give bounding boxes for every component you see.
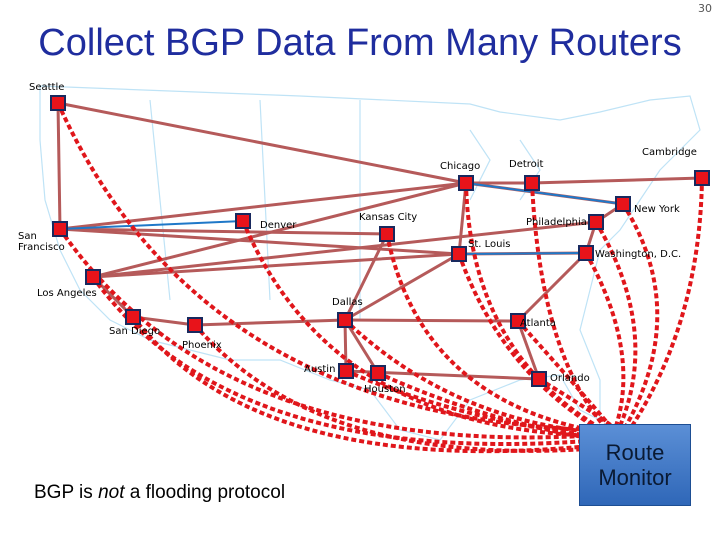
router-phoenix [187, 317, 203, 333]
label-san-francisco: San Francisco [18, 231, 65, 253]
label-philadelphia: Philadelphia [526, 217, 587, 228]
label-seattle: Seattle [29, 82, 65, 93]
label-houston: Houston [364, 384, 406, 395]
label-orlando: Orlando [550, 373, 590, 384]
label-new-york: New York [634, 204, 680, 215]
label-dallas: Dallas [332, 297, 363, 308]
label-chicago: Chicago [440, 161, 481, 172]
label-washington: Washington, D.C. [595, 249, 682, 260]
footnote-prefix: BGP is [34, 482, 99, 503]
router-san-francisco [52, 221, 68, 237]
footnote-suffix: a flooding protocol [124, 482, 286, 503]
label-san-diego: San Diego [109, 326, 161, 337]
blue-links [59, 182, 624, 255]
label-kansas-city: Kansas City [359, 212, 418, 223]
monitor-sessions [56, 102, 704, 454]
router-houston [370, 365, 386, 381]
label-phoenix: Phoenix [182, 340, 222, 351]
router-seattle [50, 95, 66, 111]
label-austin: Austin [304, 364, 336, 375]
router-chicago [458, 175, 474, 191]
router-new-york [615, 196, 631, 212]
label-los-angeles: Los Angeles [37, 288, 97, 299]
router-san-diego [125, 309, 141, 325]
router-cambridge [694, 170, 710, 186]
route-monitor-box: Route Monitor [579, 424, 691, 506]
router-philadelphia [588, 214, 604, 230]
router-dallas [337, 312, 353, 328]
router-los-angeles [85, 269, 101, 285]
router-austin [338, 363, 354, 379]
router-orlando [531, 371, 547, 387]
label-st-louis: St. Louis [468, 239, 511, 250]
routers [50, 95, 710, 387]
router-detroit [524, 175, 540, 191]
label-atlanta: Atlanta [520, 318, 556, 329]
label-detroit: Detroit [509, 159, 544, 170]
router-washington [578, 245, 594, 261]
footnote-emphasis: not [98, 482, 125, 503]
label-cambridge: Cambridge [642, 147, 697, 158]
slide-title: Collect BGP Data From Many Routers [38, 22, 682, 64]
route-monitor-label: Route Monitor [598, 439, 672, 490]
label-denver: Denver [260, 220, 297, 231]
router-atlanta [510, 313, 526, 329]
footnote: BGP is not a flooding protocol [34, 482, 285, 504]
router-denver [235, 213, 251, 229]
router-st-louis [451, 246, 467, 262]
slide-number: 30 [698, 2, 712, 15]
router-kansas-city [379, 226, 395, 242]
